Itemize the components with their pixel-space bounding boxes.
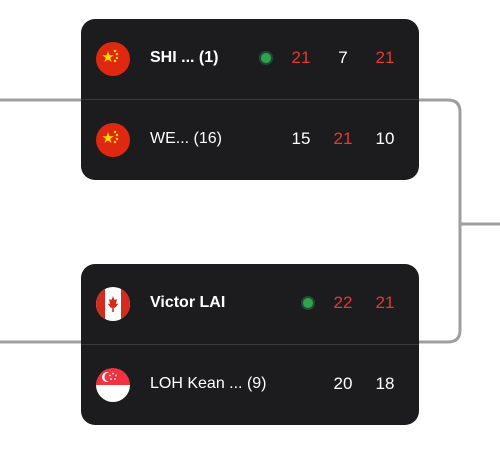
set-score: 15 xyxy=(291,129,311,148)
china-flag-icon xyxy=(96,123,130,157)
player-row[interactable]: SHI ... (1) 21 7 21 xyxy=(81,19,419,99)
set-score: 18 xyxy=(375,374,395,393)
serving-indicator-icon xyxy=(261,53,271,63)
set-score: 21 xyxy=(375,48,395,67)
serving-indicator-icon xyxy=(303,298,313,308)
player-name: SHI ... (1) xyxy=(150,49,219,66)
set-score: 22 xyxy=(333,293,353,312)
set-score: 20 xyxy=(333,374,353,393)
set-score: 10 xyxy=(375,129,395,148)
set-score: 7 xyxy=(338,48,348,67)
match-card-1[interactable]: SHI ... (1) 21 7 21 WE... (16) 15 21 10 xyxy=(81,19,419,180)
canada-flag-icon xyxy=(96,287,130,321)
set-score: 21 xyxy=(291,48,311,67)
china-flag-icon xyxy=(96,42,130,76)
player-name: LOH Kean ... (9) xyxy=(150,375,267,392)
set-score: 21 xyxy=(375,293,395,312)
singapore-flag-icon xyxy=(96,368,130,402)
player-name: WE... (16) xyxy=(150,130,223,147)
player-row[interactable]: Victor LAI 22 21 xyxy=(81,264,419,344)
player-name: Victor LAI xyxy=(150,294,226,311)
set-score: 21 xyxy=(333,129,353,148)
match-card-2[interactable]: Victor LAI 22 21 LOH Kean ... (9) 20 18 xyxy=(81,264,419,425)
player-row[interactable]: LOH Kean ... (9) 20 18 xyxy=(81,344,419,425)
player-row[interactable]: WE... (16) 15 21 10 xyxy=(81,99,419,180)
